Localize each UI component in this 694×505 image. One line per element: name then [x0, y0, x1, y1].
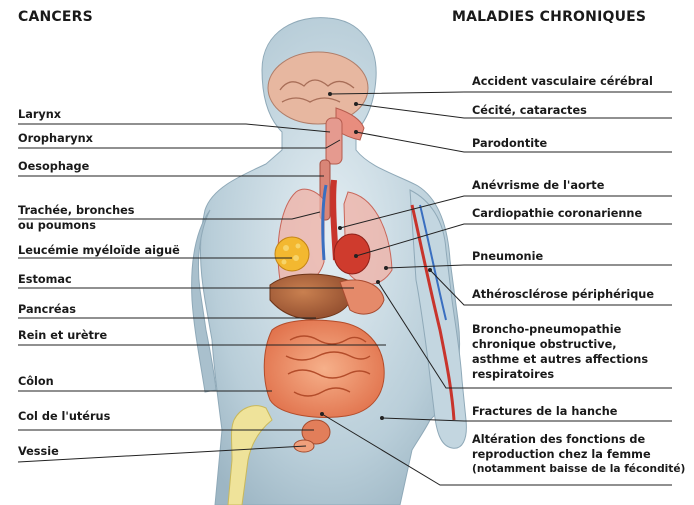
leader-hanche — [382, 418, 672, 421]
leader-pneumonie — [386, 265, 672, 268]
label-cecite: Cécité, cataractes — [472, 104, 587, 117]
label-estomac: Estomac — [18, 273, 72, 286]
label-oesophage: Oesophage — [18, 160, 89, 173]
label-larynx: Larynx — [18, 108, 61, 121]
label-reproduction-2: reproduction chez la femme — [472, 448, 651, 461]
label-leucemie: Leucémie myéloïde aiguë — [18, 244, 180, 257]
label-trachee-bronches: Trachée, bronches — [18, 204, 135, 217]
label-col-uterus: Col de l'utérus — [18, 410, 110, 423]
leader-avc — [330, 92, 672, 94]
label-parodontite: Parodontite — [472, 137, 547, 150]
label-bpco-2: chronique obstructive, — [472, 338, 617, 351]
label-ou-poumons: ou poumons — [18, 219, 96, 232]
label-anevrisme: Anévrisme de l'aorte — [472, 179, 604, 192]
heading-maladies-chroniques: MALADIES CHRONIQUES — [452, 9, 646, 25]
label-reproduction-1: Altération des fonctions de — [472, 433, 645, 446]
label-oropharynx: Oropharynx — [18, 132, 93, 145]
label-pancreas: Pancréas — [18, 303, 76, 316]
leader-vessie — [18, 446, 306, 462]
label-reproduction-3: (notamment baisse de la fécondité) — [472, 463, 685, 476]
label-bpco-1: Broncho-pneumopathie — [472, 323, 621, 336]
label-hanche: Fractures de la hanche — [472, 405, 617, 418]
leader-larynx — [18, 124, 330, 132]
label-atherosclerose: Athérosclérose périphérique — [472, 288, 654, 301]
label-avc: Accident vasculaire cérébral — [472, 75, 653, 88]
label-pneumonie: Pneumonie — [472, 250, 543, 263]
label-rein-uretre: Rein et urètre — [18, 329, 107, 342]
label-vessie: Vessie — [18, 445, 59, 458]
label-bpco-4: respiratoires — [472, 368, 554, 381]
label-cardiopathie: Cardiopathie coronarienne — [472, 207, 642, 220]
label-colon: Côlon — [18, 375, 54, 388]
label-bpco-3: asthme et autres affections — [472, 353, 648, 366]
heading-cancers: CANCERS — [18, 9, 93, 25]
